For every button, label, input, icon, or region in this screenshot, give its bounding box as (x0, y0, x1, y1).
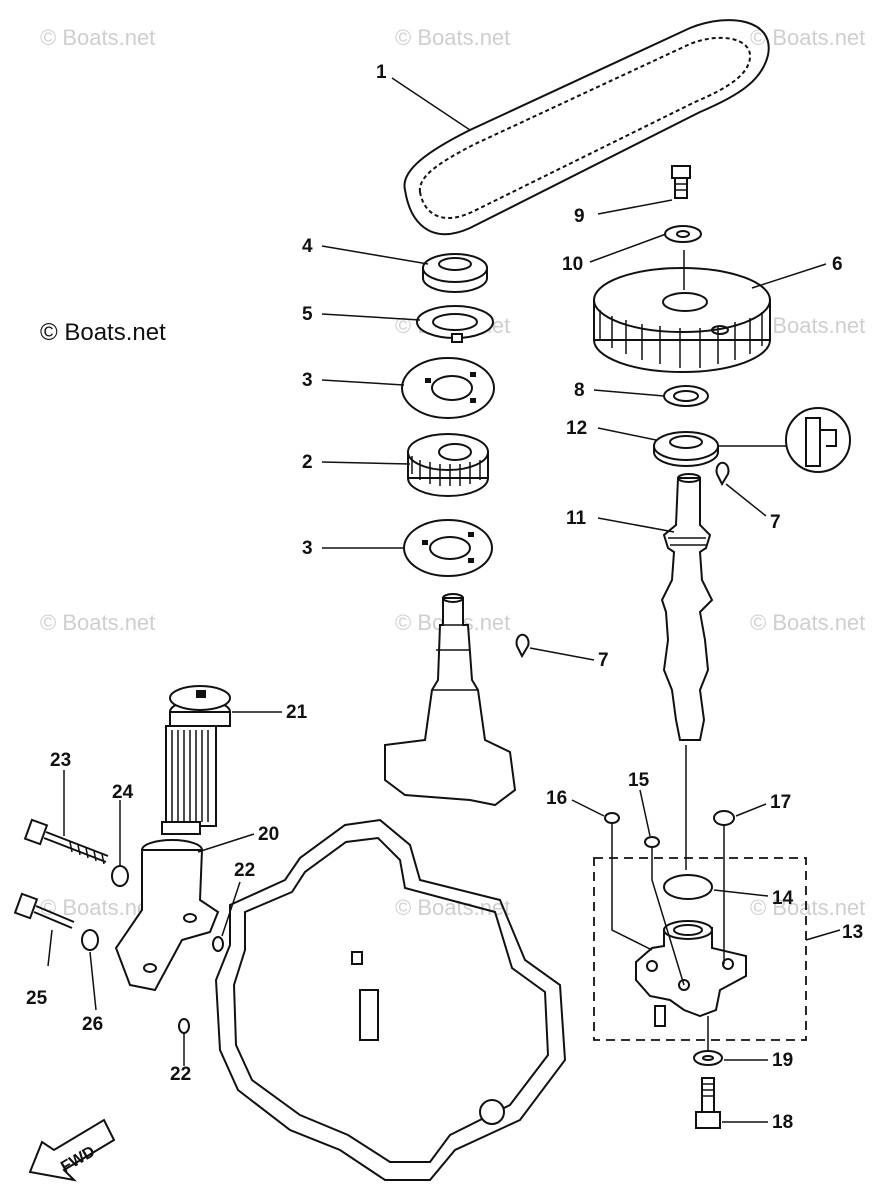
callout-3: 3 (302, 370, 313, 391)
callout-24: 24 (112, 782, 134, 803)
watermark: © Boats.net (395, 895, 510, 920)
callout-numbers: 1 4 5 3 2 3 9 10 6 8 12 7 11 7 21 23 24 … (26, 62, 863, 1133)
callout-16: 16 (546, 788, 567, 809)
washer (111, 865, 129, 887)
callout-5: 5 (302, 304, 313, 325)
watermark: © Boats.net (750, 610, 865, 635)
callout-13: 13 (842, 922, 863, 943)
callout-12: 12 (566, 418, 587, 439)
filter-housing (114, 839, 220, 992)
callout-4: 4 (302, 236, 313, 257)
forward-direction-arrow: FWD (28, 1118, 116, 1182)
bolt (671, 165, 691, 199)
timing-belt (403, 19, 770, 236)
callout-15: 15 (628, 770, 650, 791)
watermark: © Boats.net (750, 895, 865, 920)
mounting-bolt (13, 892, 75, 929)
pulley-plate-lower (403, 519, 493, 577)
callout-19: 19 (772, 1050, 793, 1071)
o-ring (644, 836, 660, 848)
pulley-plate-upper (401, 357, 495, 419)
copyright-text: © Boats.net (40, 319, 166, 346)
callout-14: 14 (772, 888, 794, 909)
o-ring (713, 810, 735, 826)
callout-18: 18 (772, 1112, 793, 1133)
watermark: © Boats.net (40, 25, 155, 50)
assembly-line (651, 847, 685, 986)
callout-11: 11 (566, 508, 587, 529)
callout-22: 22 (234, 860, 255, 881)
callout-20: 20 (258, 824, 279, 845)
watermark: © Boats.net (40, 610, 155, 635)
callout-6: 6 (832, 254, 843, 275)
leader-lines (47, 77, 841, 1123)
thrust-washer (663, 385, 709, 407)
washer (693, 1050, 723, 1066)
assembly-line (611, 823, 653, 951)
callout-17: 17 (770, 792, 791, 813)
camshaft (660, 473, 714, 741)
mounting-bolt (23, 818, 109, 865)
callout-8: 8 (574, 380, 585, 401)
o-ring (178, 1018, 190, 1034)
oil-seal (653, 431, 719, 467)
o-ring (212, 936, 224, 952)
washer (664, 225, 702, 243)
oil-filter-element (161, 685, 231, 835)
callout-10: 10 (562, 254, 583, 275)
oil-pump-body (635, 920, 747, 1027)
woodruff-key (515, 633, 530, 659)
bolt (695, 1077, 721, 1129)
callout-2: 2 (302, 452, 313, 473)
callout-26: 26 (82, 1014, 103, 1035)
crankshaft (384, 593, 517, 807)
callout-7: 7 (598, 650, 609, 671)
engine-block (214, 818, 567, 1181)
woodruff-key (715, 461, 730, 487)
callout-21: 21 (286, 702, 308, 723)
watermark: © Boats.net (395, 25, 510, 50)
nut (422, 253, 488, 293)
callout-22: 22 (170, 1064, 191, 1085)
callout-1: 1 (376, 62, 387, 83)
drive-gear (407, 433, 489, 497)
o-ring (663, 874, 713, 900)
callout-7: 7 (770, 512, 781, 533)
callout-9: 9 (574, 206, 585, 227)
lock-washer (416, 305, 494, 343)
callout-25: 25 (26, 988, 48, 1009)
callout-3: 3 (302, 538, 313, 559)
cam-pulley (593, 267, 771, 373)
oil-pump-assembly-box (593, 857, 807, 1041)
washer (81, 929, 99, 951)
o-ring (604, 812, 620, 824)
seal-detail-callout (718, 407, 851, 473)
callout-23: 23 (50, 750, 71, 771)
